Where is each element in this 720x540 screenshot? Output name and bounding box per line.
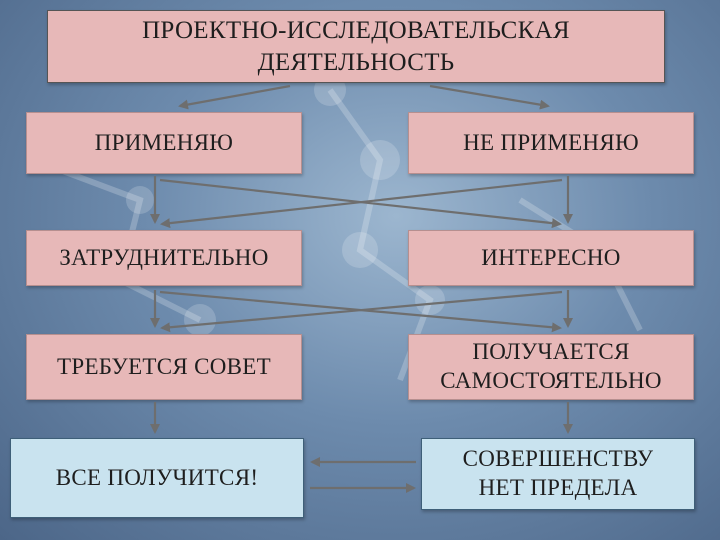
node-not-apply-label: НЕ ПРИМЕНЯЮ [463,129,639,155]
cross-interesting-to-need-advice [160,290,563,333]
node-apply-label: ПРИМЕНЯЮ [94,129,234,155]
node-all-will-work-label: ВСЕ ПОЛУЧИТСЯ! [55,464,259,490]
title-text: ПРОЕКТНО-ИССЛЕДОВАТЕЛЬСКАЯ ДЕЯТЕЛЬНОСТЬ [142,17,570,76]
title-box: ПРОЕКТНО-ИССЛЕДОВАТЕЛЬСКАЯ ДЕЯТЕЛЬНОСТЬ [47,10,665,83]
node-not-apply: НЕ ПРИМЕНЯЮ [408,112,694,174]
node-no-limit: СОВЕРШЕНСТВУ НЕТ ПРЕДЕЛА [421,438,695,510]
node-independent-label: ПОЛУЧАЕТСЯ САМОСТОЯТЕЛЬНО [440,339,662,393]
node-interesting-label: ИНТЕРЕСНО [481,244,621,270]
node-difficult-label: ЗАТРУДНИТЕЛЬНО [59,244,269,270]
node-difficult: ЗАТРУДНИТЕЛЬНО [26,230,302,286]
cross-not-apply-to-difficult [160,178,563,229]
node-apply: ПРИМЕНЯЮ [26,112,302,174]
node-all-will-work: ВСЕ ПОЛУЧИТСЯ! [10,438,304,518]
arrow-title-to-apply [178,84,291,110]
node-no-limit-label: СОВЕРШЕНСТВУ НЕТ ПРЕДЕЛА [462,446,654,500]
node-independent: ПОЛУЧАЕТСЯ САМОСТОЯТЕЛЬНО [408,334,694,400]
node-need-advice-label: ТРЕБУЕТСЯ СОВЕТ [57,353,271,379]
arrow-title-to-not-apply [429,84,550,110]
node-interesting: ИНТЕРЕСНО [408,230,694,286]
node-need-advice: ТРЕБУЕТСЯ СОВЕТ [26,334,302,400]
